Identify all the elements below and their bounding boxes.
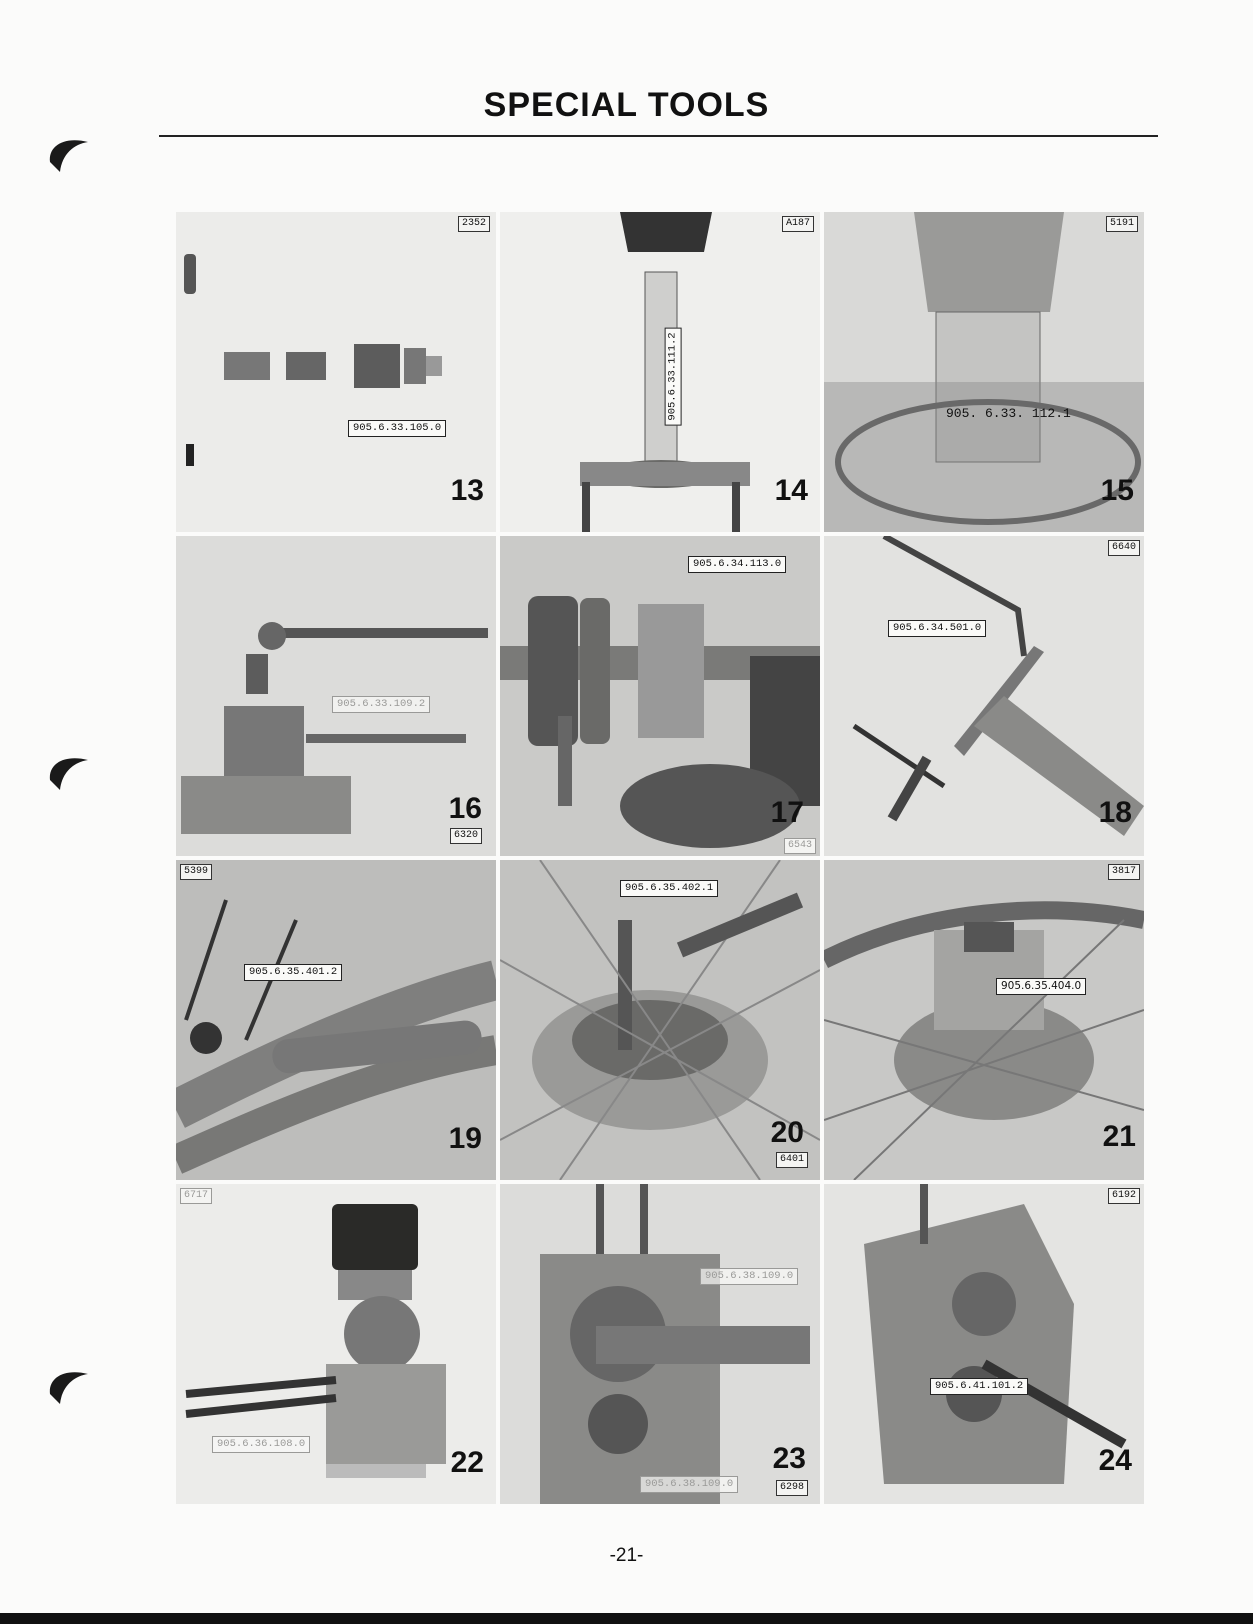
tool-part-number: 905.6.35.401.2 (244, 964, 343, 981)
figure-number: 23 (772, 1442, 806, 1475)
figure-number: 13 (450, 474, 484, 507)
figure-number: 24 (1098, 1444, 1132, 1477)
tool-part-number: 905.6.38.109.0 (700, 1268, 799, 1285)
punch-hole-mark (49, 140, 88, 172)
figure-22: 6717 905.6.36.108.0 22 (176, 1184, 496, 1504)
figure-reference-number: 6320 (449, 828, 482, 844)
figure-reference-number: 6640 (1107, 540, 1140, 556)
tool-illustration (176, 212, 496, 532)
figure-14: A187 905.6.33.111.2 14 (500, 212, 820, 532)
tool-part-number: 905.6.36.108.0 (212, 1436, 311, 1453)
figure-reference-number: 5191 (1105, 216, 1138, 232)
figure-reference-number: 3817 (1107, 864, 1140, 880)
figure-18: 6640 905.6.34.501.0 18 (824, 536, 1144, 856)
tool-illustration (500, 1184, 820, 1504)
figure-20: 905.6.35.402.1 20 6401 (500, 860, 820, 1180)
tool-part-number: 905.6.33.109.2 (332, 696, 431, 713)
tool-illustration (176, 860, 496, 1180)
figure-number: 22 (450, 1446, 484, 1479)
figure-number: 21 (1102, 1120, 1136, 1153)
figure-number: 14 (774, 474, 808, 507)
punch-hole-mark (49, 1372, 88, 1404)
figure-13: 2352 905.6.33.105.0 13 (176, 212, 496, 532)
figure-21: 3817 905.6.35.404.0 21 (824, 860, 1144, 1180)
tool-illustration (824, 212, 1144, 532)
tool-part-number: 905.6.34.113.0 (688, 556, 787, 573)
tool-part-number: 905.6.33.111.2 (664, 327, 682, 426)
figure-19: 5399 905.6.35.401.2 19 (176, 860, 496, 1180)
tool-part-number: 905.6.33.105.0 (348, 420, 447, 437)
figure-17: 905.6.34.113.0 17 6543 (500, 536, 820, 856)
scan-edge-bar (0, 1613, 1253, 1624)
figure-number: 20 (770, 1116, 804, 1149)
page-number: -21- (609, 1545, 644, 1566)
figure-reference-number: 6298 (775, 1480, 808, 1496)
figure-16: 905.6.33.109.2 16 6320 (176, 536, 496, 856)
tool-illustration (176, 1184, 496, 1504)
tool-part-number: 905. 6.33. 112.1 (946, 406, 1071, 421)
figure-number: 19 (448, 1122, 482, 1155)
figure-24: 6192 905.6.41.101.2 24 (824, 1184, 1144, 1504)
tool-part-number-secondary: 905.6.38.109.0 (640, 1476, 739, 1493)
figure-reference-number: 2352 (457, 216, 490, 232)
tool-illustration (500, 212, 820, 532)
tool-illustration (824, 860, 1144, 1180)
title-rule (159, 135, 1158, 137)
tool-illustration (500, 860, 820, 1180)
figure-23: 905.6.38.109.0 23 905.6.38.109.0 6298 (500, 1184, 820, 1504)
figure-reference-number: 6192 (1107, 1188, 1140, 1204)
tool-part-number: 905.6.35.402.1 (620, 880, 719, 897)
figure-reference-number: 6543 (783, 838, 816, 854)
figure-reference-number: 5399 (180, 864, 213, 880)
punch-hole-mark (49, 758, 88, 790)
tool-illustration (500, 536, 820, 856)
figure-15: 5191 905. 6.33. 112.1 15 (824, 212, 1144, 532)
tool-illustration (824, 536, 1144, 856)
figure-number: 16 (448, 792, 482, 825)
figure-reference-number: 6401 (775, 1152, 808, 1168)
figure-number: 17 (770, 796, 804, 829)
figure-reference-number: 6717 (180, 1188, 213, 1204)
figure-reference-number: A187 (781, 216, 814, 232)
figure-number: 15 (1100, 474, 1134, 507)
figure-number: 18 (1098, 796, 1132, 829)
page-title: SPECIAL TOOLS (483, 86, 770, 124)
tool-part-number: 905.6.35.404.0 (996, 978, 1087, 995)
tool-illustration (824, 1184, 1144, 1504)
tool-part-number: 905.6.34.501.0 (888, 620, 987, 637)
tool-part-number: 905.6.41.101.2 (930, 1378, 1029, 1395)
